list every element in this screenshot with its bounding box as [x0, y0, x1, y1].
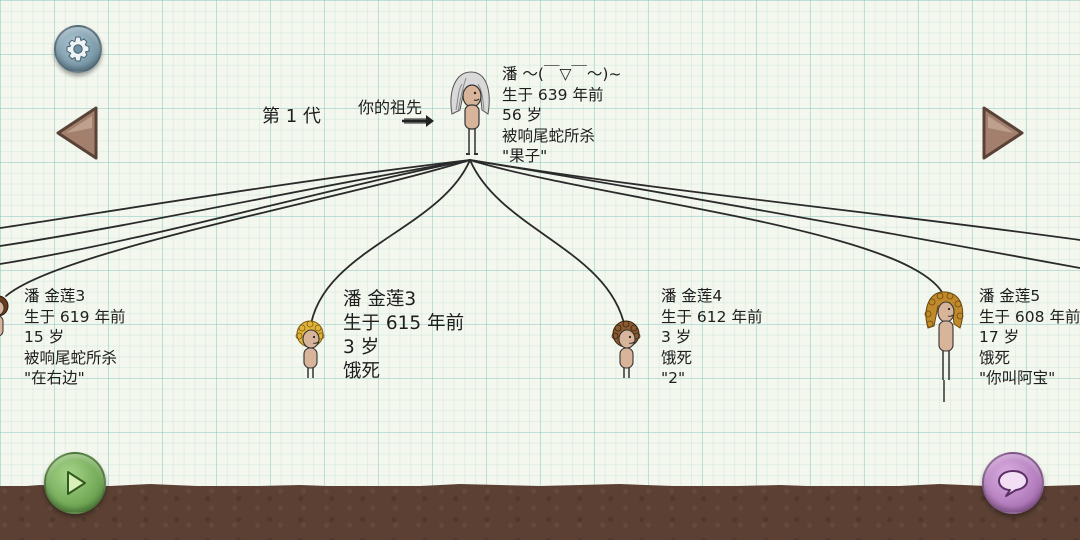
ancestor-death: 被响尾蛇所杀 [502, 126, 596, 145]
ancestor-info: 潘 ～(￣▽￣～)~ 生于 639 年前 56 岁 被响尾蛇所杀 "果子" [502, 64, 621, 167]
child-death: 饿死 [343, 361, 381, 382]
play-icon [67, 471, 86, 495]
ancestor-quote: "果子" [502, 147, 548, 165]
child-age: 17 岁 [979, 328, 1020, 346]
arrow-left-icon [56, 106, 98, 160]
child-character-1[interactable] [0, 292, 12, 352]
child-info-1: 潘 金莲3 生于 619 年前 15 岁 被响尾蛇所杀 "在右边" [24, 286, 125, 389]
settings-button[interactable] [54, 25, 102, 73]
child-name: 潘 金莲3 [24, 287, 86, 305]
child-name: 潘 金莲3 [343, 289, 417, 310]
tree-line [309, 159, 471, 331]
tree-line [0, 159, 471, 247]
child-death: 被响尾蛇所杀 [24, 348, 118, 367]
chat-button[interactable] [982, 452, 1044, 514]
ancestor-name: 潘 ～(￣▽￣～)~ [502, 65, 622, 83]
tree-line [469, 159, 946, 299]
gear-icon [66, 36, 90, 62]
tree-line [0, 159, 471, 229]
child-info-2: 潘 金莲3 生于 615 年前 3 岁 饿死 [343, 288, 464, 384]
tree-line [469, 159, 1080, 241]
play-button[interactable] [44, 452, 106, 514]
child-quote: "在右边" [24, 369, 85, 387]
generation-label: 第 1 代 [262, 106, 321, 127]
child-character-2[interactable] [290, 318, 330, 382]
tree-line [469, 159, 626, 329]
child-quote: "你叫阿宝" [979, 369, 1056, 387]
ancestor-character[interactable] [446, 70, 496, 162]
ancestor-born: 生于 639 年前 [502, 85, 604, 104]
child-born: 生于 608 年前 [979, 307, 1080, 326]
pointer-arrow-icon [402, 115, 434, 127]
child-character-3[interactable] [606, 318, 646, 382]
ancestor-pointer-label: 你的祖先 [358, 98, 423, 117]
child-info-4: 潘 金莲5 生于 608 年前 17 岁 饿死 "你叫阿宝" [979, 286, 1080, 389]
tree-line [0, 159, 471, 265]
child-born: 生于 615 年前 [343, 313, 465, 334]
child-death: 饿死 [979, 348, 1011, 367]
child-character-4[interactable] [920, 288, 968, 404]
ancestor-age: 56 岁 [502, 106, 543, 124]
child-born: 生于 619 年前 [24, 307, 126, 326]
child-born: 生于 612 年前 [661, 307, 763, 326]
child-death: 饿死 [661, 348, 693, 367]
arrow-right-icon [982, 106, 1024, 160]
tree-line [5, 159, 471, 297]
child-name: 潘 金莲4 [661, 287, 723, 305]
tree-line [469, 159, 1080, 269]
speech-bubble-icon [998, 470, 1028, 497]
child-name: 潘 金莲5 [979, 287, 1041, 305]
child-quote: "2" [661, 369, 686, 387]
next-generation-button[interactable] [980, 104, 1028, 162]
child-age: 3 岁 [661, 328, 692, 346]
child-info-3: 潘 金莲4 生于 612 年前 3 岁 饿死 "2" [661, 286, 762, 389]
child-age: 3 岁 [343, 337, 380, 358]
previous-generation-button[interactable] [52, 104, 100, 162]
ground [0, 486, 1080, 540]
child-age: 15 岁 [24, 328, 65, 346]
